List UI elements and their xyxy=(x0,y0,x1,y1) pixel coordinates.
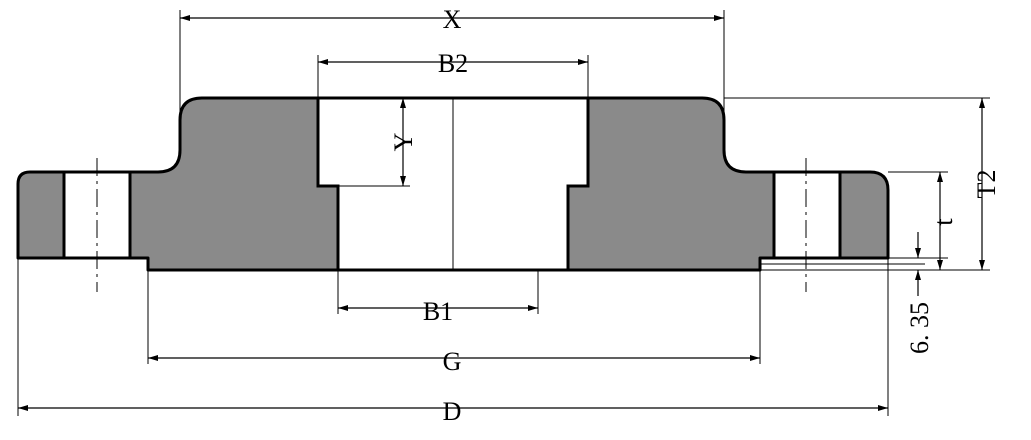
raised-face-label: 6. 35 xyxy=(905,302,934,354)
x-label: X xyxy=(443,5,462,34)
t2-label: T2 xyxy=(972,170,1001,199)
y-label: Y xyxy=(389,132,418,151)
b2-label: B2 xyxy=(438,49,468,78)
b1-label: B1 xyxy=(423,297,453,326)
d-label: D xyxy=(443,397,462,426)
right-bolt-hole xyxy=(772,170,842,260)
t-label: t xyxy=(929,218,958,226)
g-label: G xyxy=(443,347,462,376)
